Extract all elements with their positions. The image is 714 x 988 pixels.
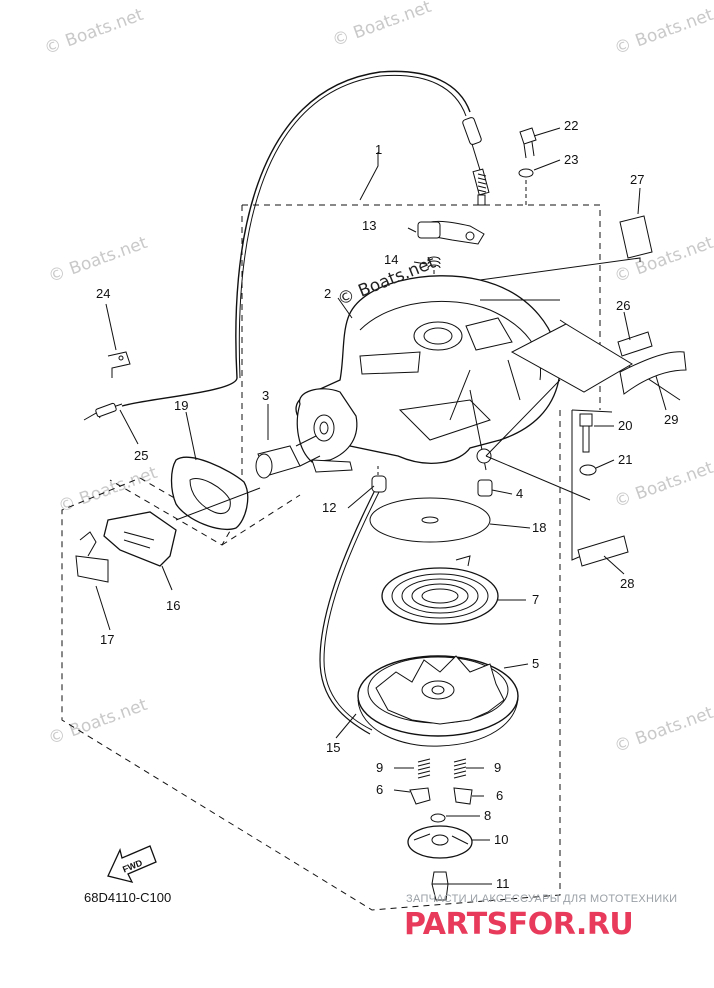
starter-handle-16	[103, 511, 177, 567]
callout-16: 16	[166, 598, 180, 613]
plate-18	[369, 497, 491, 543]
callout-4: 4	[516, 486, 523, 501]
callout-9b: 9	[494, 760, 501, 775]
callout-6: 6	[376, 782, 383, 797]
grommet-12	[371, 475, 387, 493]
callout-5: 5	[532, 656, 539, 671]
callout-3: 3	[262, 388, 269, 403]
seal-19	[170, 456, 249, 530]
callout-6b: 6	[496, 788, 503, 803]
brand-tagline: ЗАПЧАСТИ И АКСЕССУАРЫ ДЛЯ МОТОТЕХНИКИ	[406, 893, 678, 905]
callout-14: 14	[384, 252, 398, 267]
cable-spring	[472, 168, 490, 196]
callout-24: 24	[96, 286, 110, 301]
label-27	[619, 215, 653, 259]
holder-17	[75, 555, 109, 583]
pawl-6	[453, 787, 473, 805]
washer-21	[579, 464, 597, 476]
callout-27: 27	[630, 172, 644, 187]
cable	[235, 70, 471, 379]
callout-22: 22	[564, 118, 578, 133]
callout-8: 8	[484, 808, 491, 823]
callout-17: 17	[100, 632, 114, 647]
callout-11: 11	[496, 876, 510, 891]
callout-26: 26	[616, 298, 630, 313]
callout-10: 10	[494, 832, 508, 847]
bolt-22	[519, 127, 537, 159]
label-28	[577, 535, 629, 567]
clip-8	[430, 813, 446, 823]
callout-21: 21	[618, 452, 632, 467]
diagram-code: 68D4110-C100	[84, 890, 172, 905]
drive-plate-10	[407, 825, 473, 859]
cable-lower	[121, 377, 238, 407]
callout-25: 25	[134, 448, 148, 463]
brand-logo[interactable]: PARTSFOR.RU	[404, 907, 634, 942]
callout-12: 12	[322, 500, 336, 515]
callout-29: 29	[664, 412, 678, 427]
plate-26	[510, 323, 633, 393]
callout-28: 28	[620, 576, 634, 591]
callout-19: 19	[174, 398, 188, 413]
spring-14	[427, 256, 441, 269]
rope-guide-29	[619, 351, 687, 395]
callout-23: 23	[564, 152, 578, 167]
spring-9	[417, 758, 431, 779]
callout-20: 20	[618, 418, 632, 433]
starter-rope-15	[319, 479, 381, 735]
callout-18: 18	[532, 520, 546, 535]
callout-15: 15	[326, 740, 340, 755]
collar-4	[477, 479, 493, 497]
callout-7: 7	[532, 592, 539, 607]
washer-23	[518, 168, 534, 178]
assembly-outline-dashed	[61, 204, 601, 911]
cable-fitting	[462, 117, 482, 145]
fwd-arrow	[107, 845, 157, 883]
pawl-6	[409, 787, 431, 805]
callout-13: 13	[362, 218, 376, 233]
bracket-24	[107, 351, 131, 378]
callout-1: 1	[375, 142, 382, 157]
handle-group-dashed	[139, 477, 301, 546]
spiral-spring-7	[381, 567, 499, 625]
callout-2: 2	[324, 286, 331, 301]
callout-9: 9	[376, 760, 383, 775]
bolt-20	[579, 413, 593, 453]
